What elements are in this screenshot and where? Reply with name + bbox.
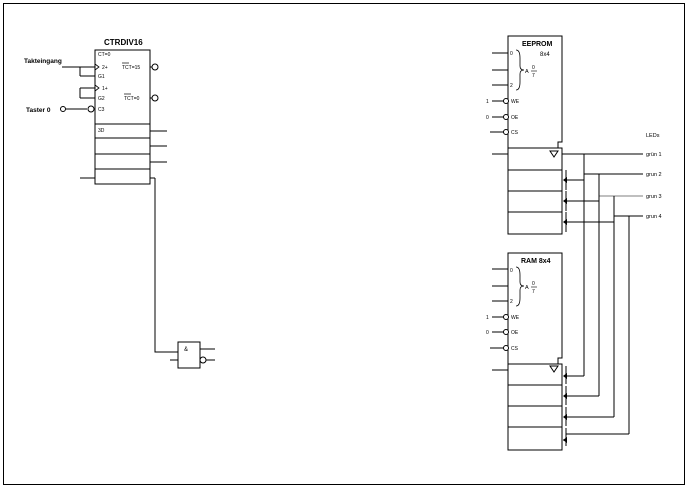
ram-chip: RAM 8x4 0 2 A 0 7 1 WE 0 OE CS: [486, 252, 563, 451]
wire-to-gate: [154, 178, 178, 353]
pin-ct0: CT=0: [98, 52, 111, 58]
ram-title: RAM 8x4: [521, 258, 551, 265]
page-frame: [3, 3, 685, 485]
arrow-left-icon: [563, 414, 567, 420]
ram-range-bottom: 7: [532, 289, 535, 295]
arrow-left-icon: [563, 373, 567, 379]
ram-addr-0: 0: [510, 268, 513, 274]
negation-bubble-icon: [87, 105, 95, 113]
arrow-left-icon: [563, 198, 567, 204]
negation-bubble-icon: [503, 98, 509, 104]
tristate-triangle-icon: [549, 365, 559, 373]
pin-tct0: TCT=0: [124, 96, 140, 102]
negation-bubble-icon: [151, 63, 159, 71]
ram-range-letter: A: [525, 285, 529, 291]
eeprom-range-top: 0: [532, 65, 535, 71]
eeprom-we-label: WE: [511, 99, 520, 105]
eeprom-range-letter: A: [525, 69, 529, 75]
led-label-3: grun 3: [646, 194, 662, 200]
led-label-2: grun 2: [646, 172, 662, 178]
eeprom-addr-0: 0: [510, 51, 513, 57]
ram-oe-label: OE: [511, 330, 519, 336]
pin-1plus: 1+: [102, 86, 108, 92]
gate-body: [177, 341, 201, 369]
negation-bubble-icon: [503, 329, 509, 335]
led-label-1: grün 1: [646, 152, 662, 158]
eeprom-oe-label: OE: [511, 115, 519, 121]
negation-bubble-icon: [503, 314, 509, 320]
clock-triangle-icon: [94, 84, 100, 92]
ram-we-label: WE: [511, 315, 520, 321]
ram-address-brace: [515, 266, 525, 307]
leds-title: LEDs: [646, 133, 660, 139]
negation-bubble-icon: [503, 129, 509, 135]
negation-bubble-icon: [503, 345, 509, 351]
ram-range-top: 0: [532, 281, 535, 287]
ram-we-val: 1: [486, 315, 489, 321]
pin-tct15: TCT=15: [122, 65, 140, 71]
gate-symbol: &: [184, 347, 188, 353]
taster-label: Taster 0: [26, 107, 51, 114]
eeprom-size: 8x4: [540, 52, 550, 58]
pin-3d: 3D: [98, 128, 105, 134]
eeprom-cs-label: CS: [511, 130, 519, 136]
ram-data-block: [507, 363, 563, 451]
eeprom-address-brace: [515, 49, 525, 91]
negation-bubble-icon: [503, 114, 509, 120]
button-terminal-icon: [60, 106, 66, 112]
tristate-triangle-icon: [549, 150, 559, 158]
ram-addr-2: 2: [510, 299, 513, 305]
takteingang-label: Takteingang: [24, 58, 62, 65]
eeprom-title: EEPROM: [522, 41, 553, 48]
ram-oe-val: 0: [486, 330, 489, 336]
counter-title: CTRDIV16: [104, 38, 143, 47]
eeprom-we-val: 1: [486, 99, 489, 105]
led-label-4: grun 4: [646, 214, 662, 220]
eeprom-addr-2: 2: [510, 83, 513, 89]
counter-ctrdiv16: CTRDIV16 CT=0 2+ G1 1+ G2 C3 TCT=15 TCT=…: [62, 38, 167, 185]
arrow-left-icon: [563, 177, 567, 183]
negation-bubble-icon: [151, 94, 159, 102]
arrow-left-icon: [563, 219, 567, 225]
ram-cs-label: CS: [511, 346, 519, 352]
pin-2plus: 2+: [102, 65, 108, 71]
pin-g1: G1: [98, 74, 105, 80]
eeprom-oe-val: 0: [486, 115, 489, 121]
negation-bubble-icon: [199, 356, 207, 364]
clock-triangle-icon: [94, 63, 100, 71]
led-bus: LEDs grün 1 grun 2 grun 3 grun 4: [562, 133, 662, 446]
and-gate: &: [170, 341, 215, 369]
eeprom-range-bottom: 7: [532, 73, 535, 79]
pin-c3: C3: [98, 107, 105, 113]
pin-g2: G2: [98, 96, 105, 102]
eeprom-chip: EEPROM 8x4 0 2 A 0 7 1 WE 0 OE CS: [486, 35, 563, 235]
arrow-left-icon: [563, 393, 567, 399]
